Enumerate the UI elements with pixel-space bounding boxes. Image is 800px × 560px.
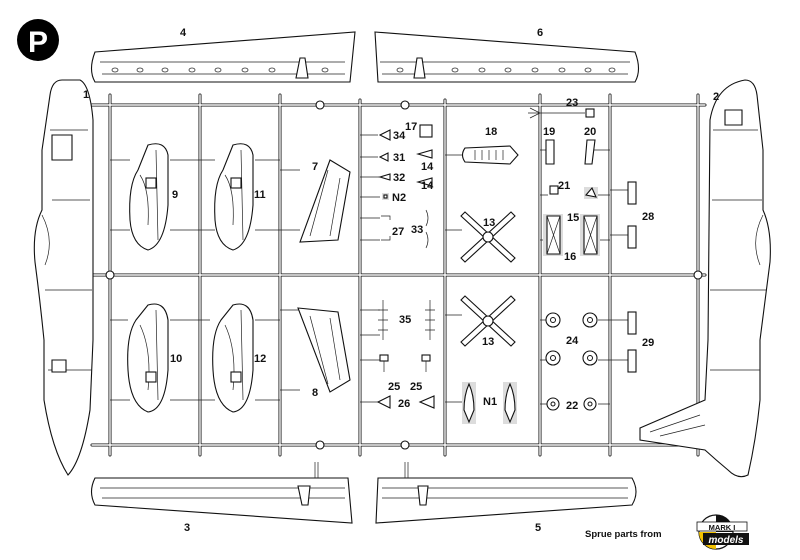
label-17: 17: [405, 121, 417, 133]
label-19: 19: [543, 126, 555, 138]
part-20: [584, 139, 596, 165]
label-32: 32: [393, 172, 405, 184]
label-1: 1: [83, 89, 89, 101]
part-3-wing-lower-left: [90, 462, 353, 524]
part-n1: [462, 382, 517, 424]
label-26: 26: [398, 398, 410, 410]
label-28: 28: [642, 211, 654, 223]
logo-bottom-text: models: [708, 535, 743, 546]
label-24: 24: [566, 335, 579, 347]
part-labels: 1 2 3 4 5 6 7 8 9 10 11 12 13 13 14 14 1…: [83, 27, 719, 534]
label-20: 20: [584, 126, 596, 138]
part-10-nacelle: [127, 303, 169, 413]
part-26: [376, 395, 435, 409]
label-16: 16: [564, 251, 576, 263]
label-34: 34: [393, 130, 406, 142]
part-6-wing-upper-right: [374, 31, 640, 83]
label-n1: N1: [483, 396, 497, 408]
part-13-propeller-upper: [460, 211, 516, 263]
label-14a: 14: [421, 161, 434, 173]
label-3: 3: [184, 522, 190, 534]
label-11: 11: [254, 189, 266, 201]
label-6: 6: [537, 27, 543, 39]
sheet-badge: P: [17, 19, 59, 61]
part-12-nacelle: [212, 303, 254, 413]
part-1-fuselage-left: [33, 79, 94, 476]
mark1-logo: MARK I models: [696, 514, 749, 550]
part-24-wheels: [545, 312, 598, 366]
logo-top-text: MARK I: [709, 523, 736, 532]
small-parts-column-left: [378, 124, 433, 249]
part-21: [549, 185, 598, 199]
part-11-nacelle: [214, 143, 254, 251]
label-33: 33: [411, 224, 423, 236]
part-4-wing-upper-left: [90, 31, 356, 83]
part-23-pitot: [528, 107, 595, 119]
label-8: 8: [312, 387, 318, 399]
part-19: [545, 139, 555, 165]
label-23: 23: [566, 97, 578, 109]
label-13b: 13: [482, 336, 494, 348]
label-9: 9: [172, 189, 178, 201]
label-7: 7: [312, 161, 318, 173]
label-35: 35: [399, 314, 411, 326]
label-25b: 25: [410, 381, 422, 393]
label-21: 21: [558, 180, 570, 192]
part-22-wheels: [546, 397, 597, 411]
sprue-frame: [90, 93, 707, 457]
part-29: [627, 311, 637, 373]
part-9-nacelle: [129, 143, 169, 251]
label-n2: N2: [392, 192, 406, 204]
label-10: 10: [170, 353, 182, 365]
label-13a: 13: [483, 217, 495, 229]
label-12: 12: [254, 353, 266, 365]
label-29: 29: [642, 337, 654, 349]
label-4: 4: [180, 27, 187, 39]
sheet-letter: P: [28, 26, 48, 59]
part-28: [627, 181, 637, 249]
label-25a: 25: [388, 381, 400, 393]
label-5: 5: [535, 522, 541, 534]
label-22: 22: [566, 400, 578, 412]
part-5-wing-lower-right: [375, 462, 637, 524]
part-25-oleos: [379, 354, 431, 372]
credit-text: Sprue parts from: [585, 529, 662, 540]
label-15: 15: [567, 212, 579, 224]
label-18: 18: [485, 126, 497, 138]
label-2: 2: [713, 91, 719, 103]
part-2-fuselage-right: [639, 79, 771, 478]
label-31: 31: [393, 152, 405, 164]
part-13-propeller-lower: [460, 295, 516, 347]
label-14b: 14: [421, 180, 434, 192]
part-15-16-wheel-wells: [543, 214, 600, 256]
part-7-flap: [299, 159, 351, 243]
part-8-flap: [297, 307, 351, 393]
part-35-struts: [378, 300, 435, 340]
label-27: 27: [392, 226, 404, 238]
part-18-tray: [461, 145, 519, 165]
